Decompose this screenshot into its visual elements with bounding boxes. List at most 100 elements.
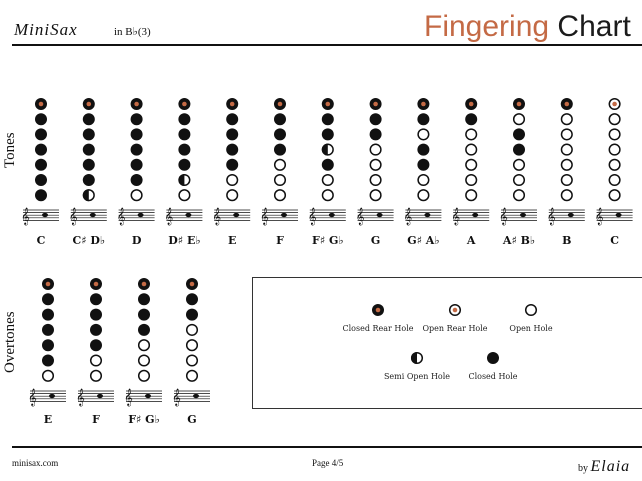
open-hole-icon: [608, 173, 621, 187]
svg-text:𝄞: 𝄞: [403, 207, 412, 225]
closed-hole-icon: [82, 174, 95, 186]
closed-rear-hole-icon: [274, 98, 286, 110]
closed-hole-icon: [226, 113, 239, 126]
semi-open-hole-icon: [178, 173, 191, 187]
open-hole-icon: [560, 189, 573, 202]
closed-hole-icon: [487, 352, 499, 364]
open-hole-icon: [560, 173, 573, 187]
svg-text:𝄞: 𝄞: [308, 207, 317, 225]
closed-rear-hole-icon: [186, 278, 198, 290]
open-hole-icon: [417, 128, 430, 141]
closed-hole-icon: [513, 128, 525, 141]
tone-note-label: G♯ A♭: [407, 234, 439, 247]
svg-text:𝄞: 𝄞: [547, 207, 556, 225]
tone-column: 𝄞 G♯ A♭: [403, 98, 442, 247]
closed-rear-hole-icon: [417, 98, 430, 110]
open-hole-icon: [512, 173, 526, 187]
music-staff-icon: 𝄞: [69, 207, 107, 225]
closed-hole-icon: [321, 113, 334, 126]
tone-note-label: C: [37, 234, 46, 247]
closed-rear-hole-icon: [35, 98, 47, 110]
closed-hole-icon: [186, 308, 198, 321]
closed-hole-icon: [513, 143, 525, 156]
closed-hole-icon: [138, 323, 150, 336]
music-staff-icon: 𝄞: [117, 207, 155, 225]
tone-column: 𝄞D♯ E♭: [164, 98, 203, 247]
closed-hole-icon: [82, 128, 95, 141]
music-staff-icon: 𝄞: [308, 207, 346, 225]
closed-hole-icon: [82, 113, 95, 126]
open-hole-icon: [608, 158, 621, 171]
music-staff-icon: 𝄞: [356, 207, 394, 225]
overtone-column: 𝄞E: [28, 278, 66, 426]
open-hole-icon: [465, 143, 478, 156]
overtone-column: 𝄞F♯ G♭: [124, 278, 162, 426]
tone-column: 𝄞A: [451, 98, 490, 247]
svg-text:𝄞: 𝄞: [69, 207, 78, 225]
closed-hole-icon: [274, 143, 286, 156]
closed-hole-icon: [42, 293, 54, 306]
svg-text:𝄞: 𝄞: [21, 207, 30, 225]
music-staff-icon: 𝄞: [212, 207, 251, 225]
closed-hole-icon: [42, 339, 54, 352]
closed-rear-hole-icon: [90, 278, 102, 290]
open-hole-icon: [137, 354, 151, 367]
closed-hole-icon: [130, 128, 143, 141]
music-staff-icon: 𝄞: [451, 207, 490, 225]
svg-text:𝄞: 𝄞: [499, 207, 508, 225]
tone-column: 𝄞E: [212, 98, 251, 247]
tone-column: 𝄞F♯ G♭: [308, 98, 346, 247]
title-part-fingering: Fingering: [424, 10, 550, 43]
open-hole-icon: [465, 189, 478, 202]
tone-note-label: C♯ D♭: [72, 234, 105, 247]
open-hole-icon: [185, 354, 199, 367]
svg-text:𝄞: 𝄞: [117, 207, 126, 225]
closed-hole-icon: [42, 308, 54, 321]
open-hole-icon: [89, 369, 103, 382]
legend-open-label: Open Hole: [509, 324, 552, 333]
open-hole-icon: [465, 128, 478, 141]
open-hole-icon: [321, 173, 334, 187]
tone-note-label: A: [466, 234, 476, 247]
closed-hole-icon: [178, 113, 191, 126]
closed-hole-icon: [274, 113, 286, 126]
legend-semi-open-label: Semi Open Hole: [384, 372, 450, 381]
closed-hole-icon: [321, 128, 334, 141]
tone-note-label: D: [132, 234, 142, 247]
svg-text:𝄞: 𝄞: [451, 207, 460, 225]
brand-logo: MiniSax: [14, 20, 78, 39]
open-hole-icon: [560, 158, 573, 171]
closed-rear-hole-icon: [138, 278, 150, 290]
open-hole-icon: [417, 189, 430, 202]
open-hole-icon: [560, 143, 573, 156]
footer-page-number: Page 4/5: [312, 458, 344, 468]
svg-text:𝄞: 𝄞: [212, 207, 221, 225]
tone-note-label: G: [371, 234, 380, 247]
legend-open-rear-label: Open Rear Hole: [422, 324, 487, 333]
open-hole-icon: [417, 173, 430, 187]
closed-hole-icon: [138, 308, 150, 321]
closed-hole-icon: [82, 143, 95, 156]
closed-hole-icon: [226, 143, 239, 156]
closed-hole-icon: [82, 158, 95, 171]
open-hole-icon: [41, 369, 55, 382]
music-staff-icon: 𝄞: [164, 207, 203, 225]
semi-open-hole-icon: [82, 189, 95, 202]
open-hole-icon: [369, 143, 382, 156]
tone-note-label: C: [610, 234, 619, 247]
open-hole-icon: [465, 158, 478, 171]
closed-hole-icon: [417, 158, 430, 171]
open-rear-hole-icon: [448, 303, 462, 317]
svg-text:𝄞: 𝄞: [172, 388, 181, 406]
footer-site[interactable]: minisax.com: [12, 458, 59, 468]
closed-hole-icon: [90, 308, 102, 321]
open-rear-hole-icon: [608, 97, 621, 111]
tone-note-label: F: [276, 234, 284, 247]
closed-rear-hole-icon: [130, 98, 143, 110]
open-hole-icon: [608, 189, 621, 202]
page-title: Fingering Chart: [424, 10, 631, 44]
tone-column: 𝄞C: [21, 98, 59, 247]
legend-closed-label: Closed Hole: [468, 372, 517, 381]
closed-hole-icon: [321, 158, 334, 171]
